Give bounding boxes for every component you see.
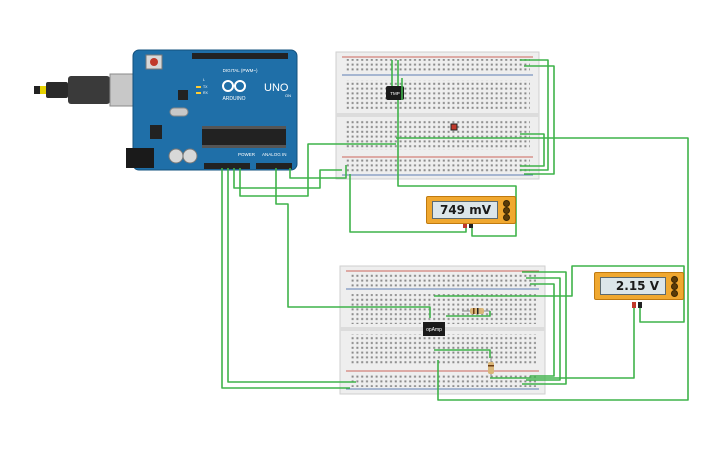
multimeter-top-display: 749 mV	[432, 201, 498, 219]
resistor-1[interactable]	[462, 308, 490, 314]
analog-header-label: ANALOG IN	[262, 152, 287, 157]
digital-header-label: DIGITAL (PWM~)	[223, 68, 258, 73]
reset-button[interactable]	[150, 58, 158, 66]
resistor-2[interactable]	[488, 358, 494, 378]
l-label: L	[203, 78, 205, 82]
meter-knob-icon[interactable]	[671, 290, 678, 297]
chip-label: opAmp	[426, 327, 442, 333]
power-header-label: POWER	[238, 152, 256, 157]
meter-knob-icon[interactable]	[671, 276, 678, 283]
arduino-brand-text: ARDUINO	[222, 96, 245, 102]
crystal	[169, 107, 189, 117]
opamp-chip[interactable]: opAmp	[423, 322, 445, 336]
arduino-uno-board[interactable]: DIGITAL (PWM~) ARDUINO UNO ON TX RX L PO…	[126, 49, 298, 171]
multimeter-top-reading: 749 mV	[439, 203, 491, 217]
arduino-model-text: UNO	[264, 82, 289, 94]
meter-knob-icon[interactable]	[503, 207, 510, 214]
meter-probes	[463, 222, 642, 308]
capacitor-1	[168, 148, 184, 164]
multimeter-right[interactable]: 2.15 V	[594, 272, 684, 300]
rx-label: RX	[203, 91, 209, 95]
atmega-chip	[202, 128, 286, 146]
power-header	[204, 163, 250, 169]
voltage-regulator	[150, 125, 162, 139]
usb-chip	[178, 90, 188, 100]
multimeter-right-display: 2.15 V	[600, 277, 666, 295]
digital-header	[192, 53, 288, 59]
on-led-label: ON	[285, 93, 291, 98]
meter-knob-icon[interactable]	[503, 214, 510, 221]
top-breadboard[interactable]	[335, 51, 540, 180]
multimeter-right-reading: 2.15 V	[615, 279, 659, 293]
tx-label: TX	[203, 85, 208, 89]
wires[interactable]	[221, 59, 689, 401]
temperature-sensor[interactable]: TMP	[386, 86, 404, 100]
analog-header	[256, 163, 292, 169]
meter-knob-icon[interactable]	[671, 283, 678, 290]
multimeter-top[interactable]: 749 mV	[426, 196, 516, 224]
power-jack[interactable]	[126, 148, 154, 168]
meter-knob-icon[interactable]	[503, 200, 510, 207]
red-led[interactable]	[450, 123, 458, 131]
arduino-logo-icon	[222, 80, 246, 92]
sensor-label: TMP	[390, 91, 400, 96]
capacitor-2	[182, 148, 198, 164]
